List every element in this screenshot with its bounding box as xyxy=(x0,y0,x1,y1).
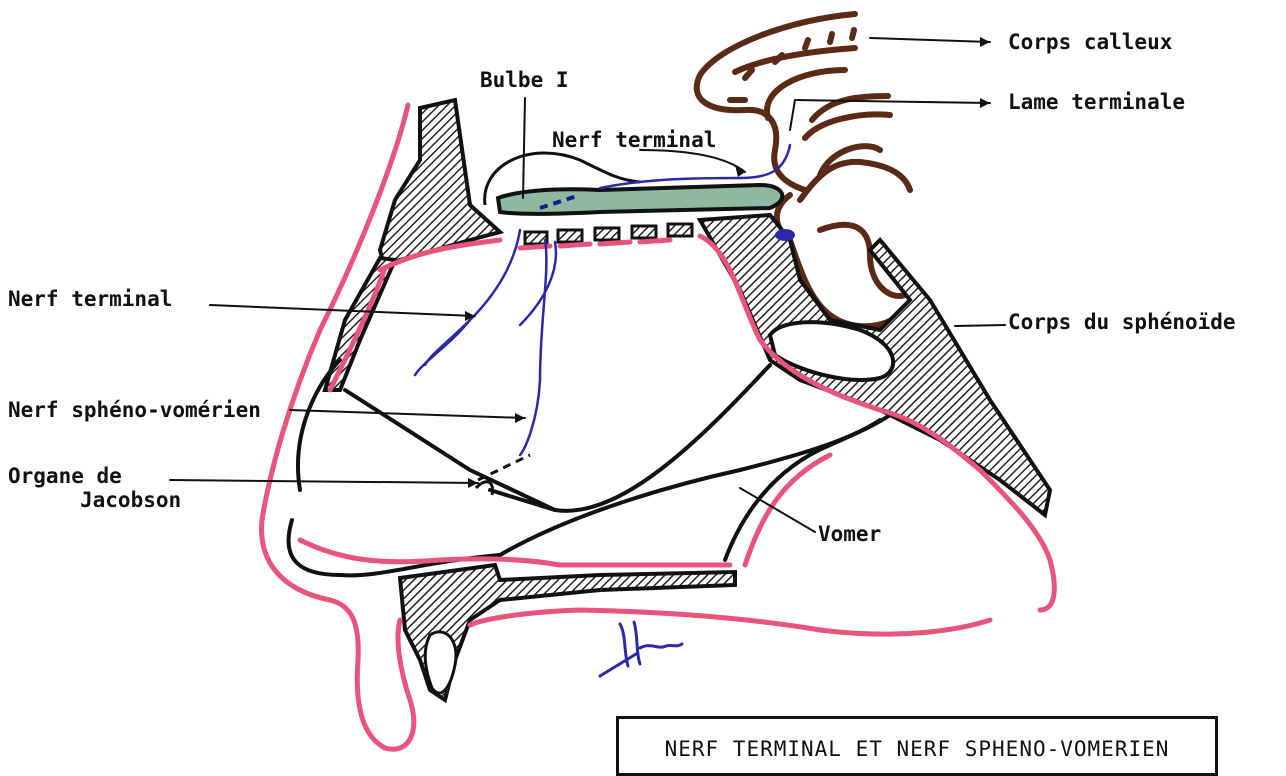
title-box: NERF TERMINAL ET NERF SPHENO-VOMERIEN xyxy=(616,716,1218,776)
figure-title: NERF TERMINAL ET NERF SPHENO-VOMERIEN xyxy=(619,737,1215,761)
label-corps-calleux: Corps calleux xyxy=(1008,30,1172,54)
label-corps-sphenoide: Corps du sphénoïde xyxy=(1008,310,1236,334)
nasal-cavity-outline xyxy=(289,360,890,575)
brain-outline xyxy=(697,14,910,326)
signature xyxy=(596,614,686,684)
label-bulbe: Bulbe I xyxy=(480,68,569,92)
incisor-tooth xyxy=(425,632,456,693)
label-nerf-spheno: Nerf sphéno-vomérien xyxy=(8,398,261,422)
label-nerf-terminal-top: Nerf terminal xyxy=(552,128,716,152)
label-organe-line2: Jacobson xyxy=(80,488,181,512)
label-vomer: Vomer xyxy=(818,522,881,546)
label-lame-terminale: Lame terminale xyxy=(1008,90,1185,114)
label-nerf-terminal-left: Nerf terminal xyxy=(8,287,172,311)
label-organe-line1: Organe de xyxy=(8,464,122,488)
lame-terminale-dot xyxy=(775,229,795,241)
